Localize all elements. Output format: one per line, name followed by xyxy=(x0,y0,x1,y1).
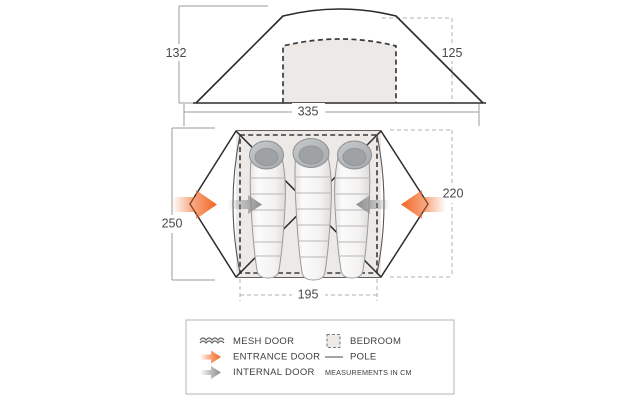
legend-item-pole[interactable]: POLE xyxy=(325,352,377,363)
mesh-door-icon xyxy=(199,337,225,344)
dimension-132-label: 132 xyxy=(166,46,187,60)
legend-label-internal-door: INTERNAL DOOR xyxy=(233,367,315,378)
sleeping-bag-right xyxy=(334,140,372,279)
legend-label-measurements: MEASUREMENTS IN CM xyxy=(325,368,412,377)
dimension-125: 125 xyxy=(382,17,468,104)
dimension-250-label: 250 xyxy=(162,216,183,230)
elevation-bedroom-fill xyxy=(283,39,396,103)
legend-item-entrance-door[interactable]: ENTRANCE DOOR xyxy=(200,350,320,364)
legend-border xyxy=(185,319,455,395)
internal-door-right xyxy=(356,195,390,214)
entrance-door-left xyxy=(172,190,217,219)
elevation-shell-outline xyxy=(195,8,484,104)
legend-item-bedroom[interactable]: BEDROOM xyxy=(326,333,401,349)
internal-door-left xyxy=(228,195,262,214)
dimension-125-label: 125 xyxy=(442,46,463,60)
dimension-195: 195 xyxy=(239,279,378,304)
legend-label-pole: POLE xyxy=(350,352,377,363)
entrance-door-arrow-icon xyxy=(200,350,221,364)
legend-label-mesh-door: MESH DOOR xyxy=(233,336,294,347)
legend-item-internal-door[interactable]: INTERNAL DOOR xyxy=(200,366,315,379)
sleeping-bag-center xyxy=(292,138,332,281)
internal-door-arrow-icon xyxy=(200,366,221,379)
dimension-220: 220 xyxy=(390,129,469,278)
entrance-door-right xyxy=(401,190,446,219)
dimension-195-label: 195 xyxy=(298,287,319,301)
legend-item-measurements: MEASUREMENTS IN CM xyxy=(325,368,412,377)
floorplan-group: 250 220 xyxy=(156,127,469,304)
legend-label-entrance-door: ENTRANCE DOOR xyxy=(233,352,320,363)
elevation-group: 132 125 xyxy=(161,5,486,126)
legend-box: MESH DOOR ENTRANCE DOOR INTERNAL DOOR BE… xyxy=(185,319,455,395)
sleeping-bag-left xyxy=(249,140,286,279)
bedroom-swatch-icon xyxy=(326,333,341,349)
dimension-335-label: 335 xyxy=(298,104,319,118)
dimension-335: 335 xyxy=(183,103,480,126)
dimension-220-label: 220 xyxy=(443,186,464,200)
legend-label-bedroom: BEDROOM xyxy=(350,336,401,347)
elevation-bedroom-outline xyxy=(282,38,397,103)
dimension-132: 132 xyxy=(161,5,268,104)
legend-item-mesh-door[interactable]: MESH DOOR xyxy=(199,336,294,347)
